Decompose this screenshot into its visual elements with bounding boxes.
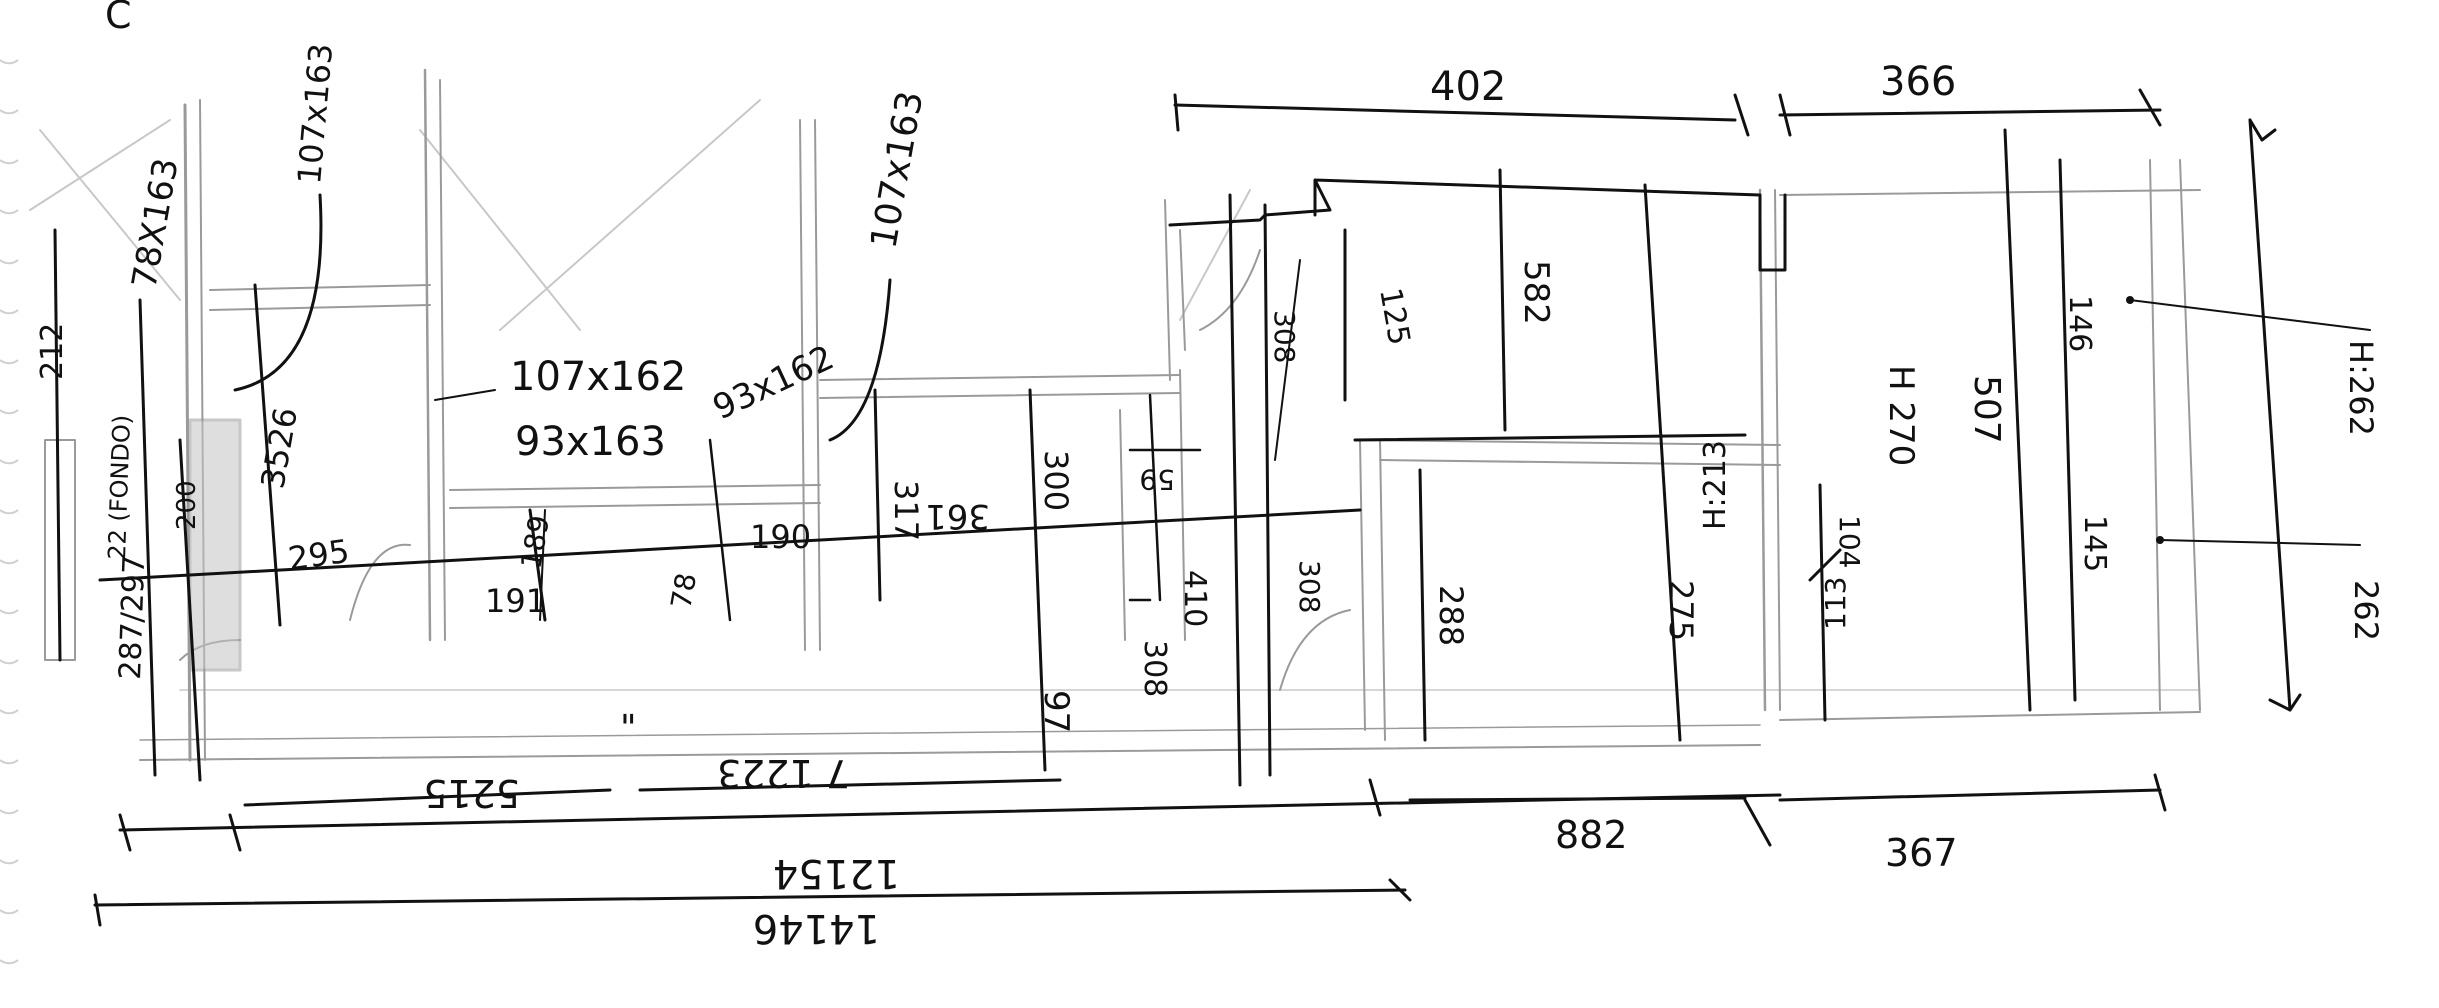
dim-label-5215: 5215: [423, 771, 520, 815]
dim-label-366: 366: [1880, 59, 1956, 105]
corner-mark: C: [105, 0, 132, 37]
dim-label-191: 191: [485, 582, 546, 620]
dim-label-189: 189: [514, 513, 556, 571]
dim-label-402: 402: [1430, 64, 1506, 110]
dim-label-h-262: H:262: [2342, 340, 2380, 436]
dim-label-14146: 14146: [753, 905, 880, 951]
dim-label-104: 104: [1833, 515, 1866, 568]
dim-label-308-b: 308: [1293, 560, 1326, 613]
dim-label-107x162: 107x162: [510, 354, 686, 400]
dim-label-361: 361: [925, 496, 990, 536]
dim-label-317: 317: [887, 480, 925, 541]
dim-label-93x162: 93x162: [707, 338, 840, 428]
dim-label-288: 288: [1432, 585, 1470, 646]
dim-label-78: 78: [664, 570, 703, 611]
dim-label-h-270: H 270: [1881, 365, 1921, 466]
dim-label-367: 367: [1885, 831, 1958, 875]
dim-label-12154: 12154: [773, 850, 900, 896]
dim-label-quote: ": [620, 708, 637, 749]
dim-label-582: 582: [1516, 260, 1556, 325]
dim-label-308-c: 308: [1268, 310, 1301, 363]
dim-label-410: 410: [1177, 570, 1212, 627]
ink-dimension-lines: [53, 88, 2371, 927]
dim-label-3526: 3526: [253, 405, 305, 492]
dim-label-262: 262: [2347, 580, 2385, 641]
dim-label-145: 145: [2077, 515, 2112, 572]
dim-label-300: 300: [1037, 450, 1075, 511]
dim-label-107x163-a: 107x163: [290, 42, 340, 186]
dim-label-190: 190: [750, 518, 811, 556]
dim-label-7-1223: 7 1223: [717, 751, 850, 795]
dim-label-97: 97: [1036, 690, 1076, 733]
dim-label-308-a: 308: [1137, 640, 1172, 697]
dim-label-295: 295: [286, 532, 352, 578]
notebook-spiral-holes: [0, 59, 19, 965]
dim-label-275: 275: [1662, 580, 1700, 641]
dim-label-200: 200: [172, 480, 202, 530]
dim-label-287-297: 287/297: [113, 554, 152, 680]
dim-label-146: 146: [2062, 295, 2097, 352]
dim-label-93x163: 93x163: [515, 419, 666, 465]
dim-label-h-213: H:213: [1698, 440, 1733, 530]
dim-label-882: 882: [1555, 813, 1628, 857]
dim-label-125: 125: [1372, 285, 1416, 347]
dim-label-59: 59: [1139, 463, 1175, 496]
pencil-walls: [44, 68, 2201, 762]
dim-label-507: 507: [1966, 375, 2007, 444]
dim-label-212: 212: [35, 323, 70, 380]
dim-label-78x163: 78X163: [124, 155, 186, 291]
dim-label-113: 113: [1819, 577, 1852, 630]
pencil-construction-lines: [29, 99, 2201, 691]
dim-label-22-fondo: 22 (FONDO): [103, 414, 136, 560]
dim-label-107x163-b: 107x163: [863, 88, 931, 251]
